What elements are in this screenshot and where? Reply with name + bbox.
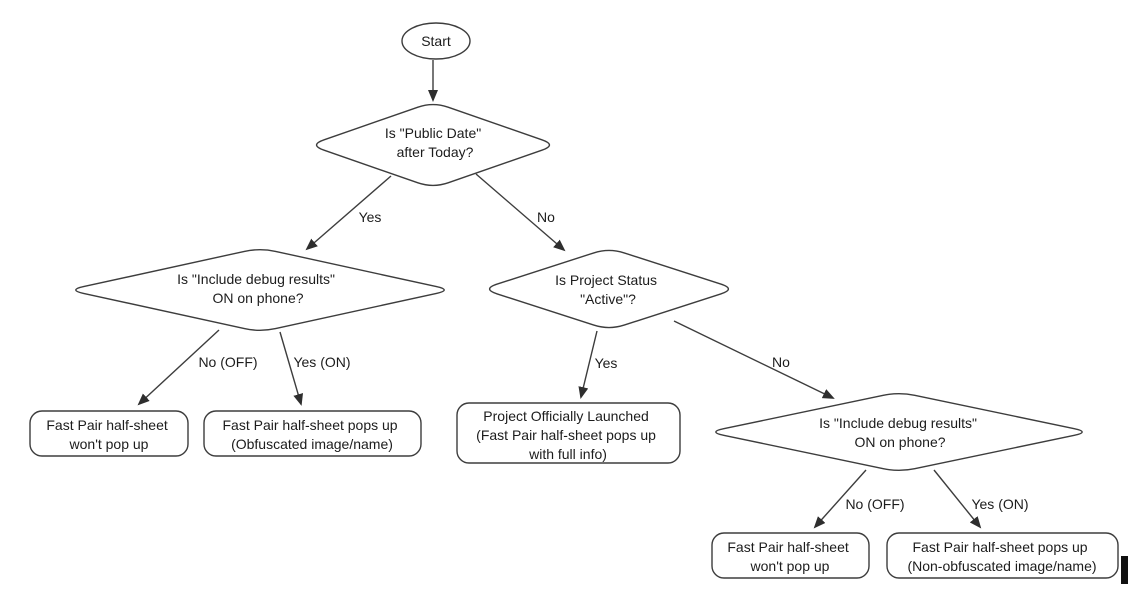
edge-debug-right-yes — [933, 469, 982, 529]
decision-public-date-label: Is "Public Date" after Today? — [385, 125, 485, 160]
edge-label-project-status-no: No — [772, 354, 790, 370]
outcome-obfuscated-popup-box — [203, 410, 422, 457]
node-outcome-no-popup-right: Fast Pair half-sheet won't pop up — [711, 532, 870, 579]
outcome-non-obfuscated-popup-label: Fast Pair half-sheet pops up (Non-obfusc… — [907, 539, 1096, 574]
node-decision-debug-left: Is "Include debug results" ON on phone? — [75, 249, 445, 331]
edge-debug-left-yes — [279, 331, 303, 406]
outcome-no-popup-left-label: Fast Pair half-sheet won't pop up — [46, 417, 171, 452]
edge-label-public-date-yes: Yes — [359, 209, 382, 225]
outcome-no-popup-right-box — [711, 532, 870, 579]
edge-project-status-no — [673, 320, 835, 399]
edge-label-debug-right-no: No (OFF) — [845, 496, 904, 512]
node-outcome-launched: Project Officially Launched (Fast Pair h… — [456, 402, 681, 464]
decision-debug-left-diamond — [75, 249, 445, 331]
node-decision-public-date: Is "Public Date" after Today? — [315, 103, 551, 187]
node-outcome-no-popup-left: Fast Pair half-sheet won't pop up — [29, 410, 189, 457]
edge-debug-left-no — [137, 329, 220, 406]
edge-label-project-status-yes: Yes — [595, 355, 618, 371]
decision-debug-left-label: Is "Include debug results" ON on phone? — [177, 271, 339, 306]
edge-label-debug-right-yes: Yes (ON) — [971, 496, 1028, 512]
edge-project-status-yes — [578, 330, 598, 399]
edge-label-public-date-no: No — [537, 209, 555, 225]
edge-label-debug-left-yes: Yes (ON) — [293, 354, 350, 370]
decision-debug-right-label: Is "Include debug results" ON on phone? — [819, 415, 981, 450]
node-outcome-non-obfuscated-popup: Fast Pair half-sheet pops up (Non-obfusc… — [886, 532, 1119, 579]
outcome-launched-box — [456, 402, 681, 464]
outcome-no-popup-left-box — [29, 410, 189, 457]
node-decision-debug-right: Is "Include debug results" ON on phone? — [715, 392, 1083, 472]
decision-project-status-label: Is Project Status "Active"? — [555, 272, 661, 307]
edge-public-date-yes — [305, 175, 392, 251]
edge-debug-right-no — [813, 469, 867, 529]
decision-project-status-diamond — [488, 249, 730, 329]
outcome-obfuscated-popup-label: Fast Pair half-sheet pops up (Obfuscated… — [223, 417, 402, 452]
start-oval — [401, 22, 471, 60]
outcome-non-obfuscated-popup-box — [886, 532, 1119, 579]
edge-label-debug-left-no: No (OFF) — [198, 354, 257, 370]
edge-public-date-no — [475, 173, 566, 252]
outcome-launched-label: Project Officially Launched (Fast Pair h… — [476, 408, 660, 462]
node-decision-project-status: Is Project Status "Active"? — [488, 249, 730, 329]
decision-public-date-diamond — [315, 103, 551, 187]
node-start: Start — [401, 22, 471, 60]
outcome-no-popup-right-label: Fast Pair half-sheet won't pop up — [727, 539, 852, 574]
node-outcome-obfuscated-popup: Fast Pair half-sheet pops up (Obfuscated… — [203, 410, 422, 457]
text-cursor-artifact — [1121, 556, 1128, 584]
start-label: Start — [421, 33, 451, 49]
decision-debug-right-diamond — [715, 392, 1083, 472]
